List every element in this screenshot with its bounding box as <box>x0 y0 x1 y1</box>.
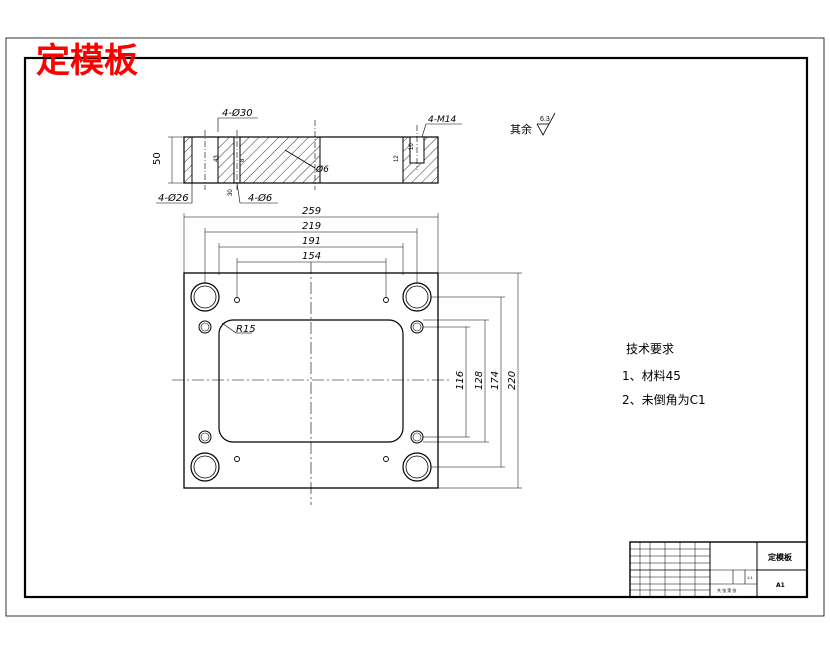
leader <box>156 183 193 204</box>
hatch-left <box>183 136 193 184</box>
mark-e: 10 <box>409 143 415 150</box>
pin-hole <box>234 297 240 303</box>
tech-requirements: 技术要求 1、材料45 2、未倒角为C1 <box>622 342 706 407</box>
callout-holes-bottom-left: 4-Ø26 <box>158 192 189 204</box>
tapped-hole <box>412 432 422 442</box>
dim-259: 259 <box>183 206 439 273</box>
title-block-part-name: 定模板 <box>767 552 793 562</box>
dim-191-text: 191 <box>302 236 321 247</box>
mark-c: 30 <box>228 189 234 196</box>
guide-hole <box>402 282 432 312</box>
mark-b: 8 <box>240 158 246 162</box>
dim-220: 220 <box>438 272 522 489</box>
plan-view: 259 219 191 154 220 <box>172 206 522 505</box>
title-block-small-a: 1:1 <box>747 575 753 580</box>
leader <box>217 117 258 132</box>
mark-d: 12 <box>394 155 400 162</box>
radius-label: R15 <box>236 324 256 335</box>
surface-finish: 其余 6.3 <box>510 112 556 136</box>
dim-219: 219 <box>204 221 418 283</box>
pin-hole <box>383 456 389 462</box>
tapped-hole <box>198 430 212 444</box>
pin-hole <box>234 456 240 462</box>
radius-leader <box>221 322 237 334</box>
tapped-hole <box>200 322 210 332</box>
guide-hole <box>190 452 220 482</box>
dim-174-text: 174 <box>490 371 501 390</box>
tapped-hole <box>198 320 212 334</box>
title-block: 定模板 A1 1:1 共 张 第 张 <box>629 541 808 598</box>
leader <box>236 182 278 204</box>
leader <box>421 123 462 138</box>
inner-feature <box>284 149 316 169</box>
surface-finish-value: 6.3 <box>540 116 550 123</box>
dim-191: 191 <box>218 236 404 275</box>
dim-154: 154 <box>236 251 387 297</box>
guide-hole <box>193 455 217 479</box>
guide-hole <box>190 282 220 312</box>
inner-border <box>23 56 809 599</box>
surface-finish-label: 其余 <box>510 122 532 136</box>
callout-center: Ø6 <box>315 164 329 175</box>
callout-m14: 4-M14 <box>428 115 456 125</box>
tech-req-heading: 技术要求 <box>626 342 674 356</box>
callout-holes-bottom-mid: 4-Ø6 <box>248 192 272 204</box>
dim-128-text: 128 <box>474 371 485 390</box>
tapped-hole <box>412 322 422 332</box>
section-view: 50 4-Ø30 4-M14 4-Ø26 4-Ø6 Ø6 43 8 30 12 … <box>152 107 462 204</box>
tapped-hole <box>200 432 210 442</box>
guide-hole <box>402 452 432 482</box>
guide-hole <box>193 285 217 309</box>
hatch-mid <box>239 136 321 184</box>
dim-154-text: 154 <box>302 251 321 262</box>
dim-219-text: 219 <box>302 221 321 232</box>
dim-220-text: 220 <box>507 371 518 390</box>
outer-frame <box>5 37 825 617</box>
dim-174: 174 <box>431 296 505 468</box>
dim-thickness: 50 <box>152 152 163 165</box>
guide-hole <box>405 455 429 479</box>
hatch-mid-left <box>217 136 235 184</box>
dim-116: 116 <box>423 326 470 438</box>
guide-hole <box>405 285 429 309</box>
title-block-small-b: 共 张 第 张 <box>717 587 736 593</box>
pin-hole <box>383 297 389 303</box>
callout-holes-top: 4-Ø30 <box>222 107 253 119</box>
dim-116-text: 116 <box>455 371 466 390</box>
title-block-scale: A1 <box>776 582 785 589</box>
dim-259-text: 259 <box>302 206 321 217</box>
dim-128: 128 <box>423 319 489 443</box>
tech-req-item1: 1、材料45 <box>622 369 681 383</box>
roughness-symbol <box>536 112 556 136</box>
tech-req-item2: 2、未倒角为C1 <box>622 393 706 407</box>
mark-a: 43 <box>214 155 220 162</box>
drawing-title: 定模板 <box>36 41 138 81</box>
